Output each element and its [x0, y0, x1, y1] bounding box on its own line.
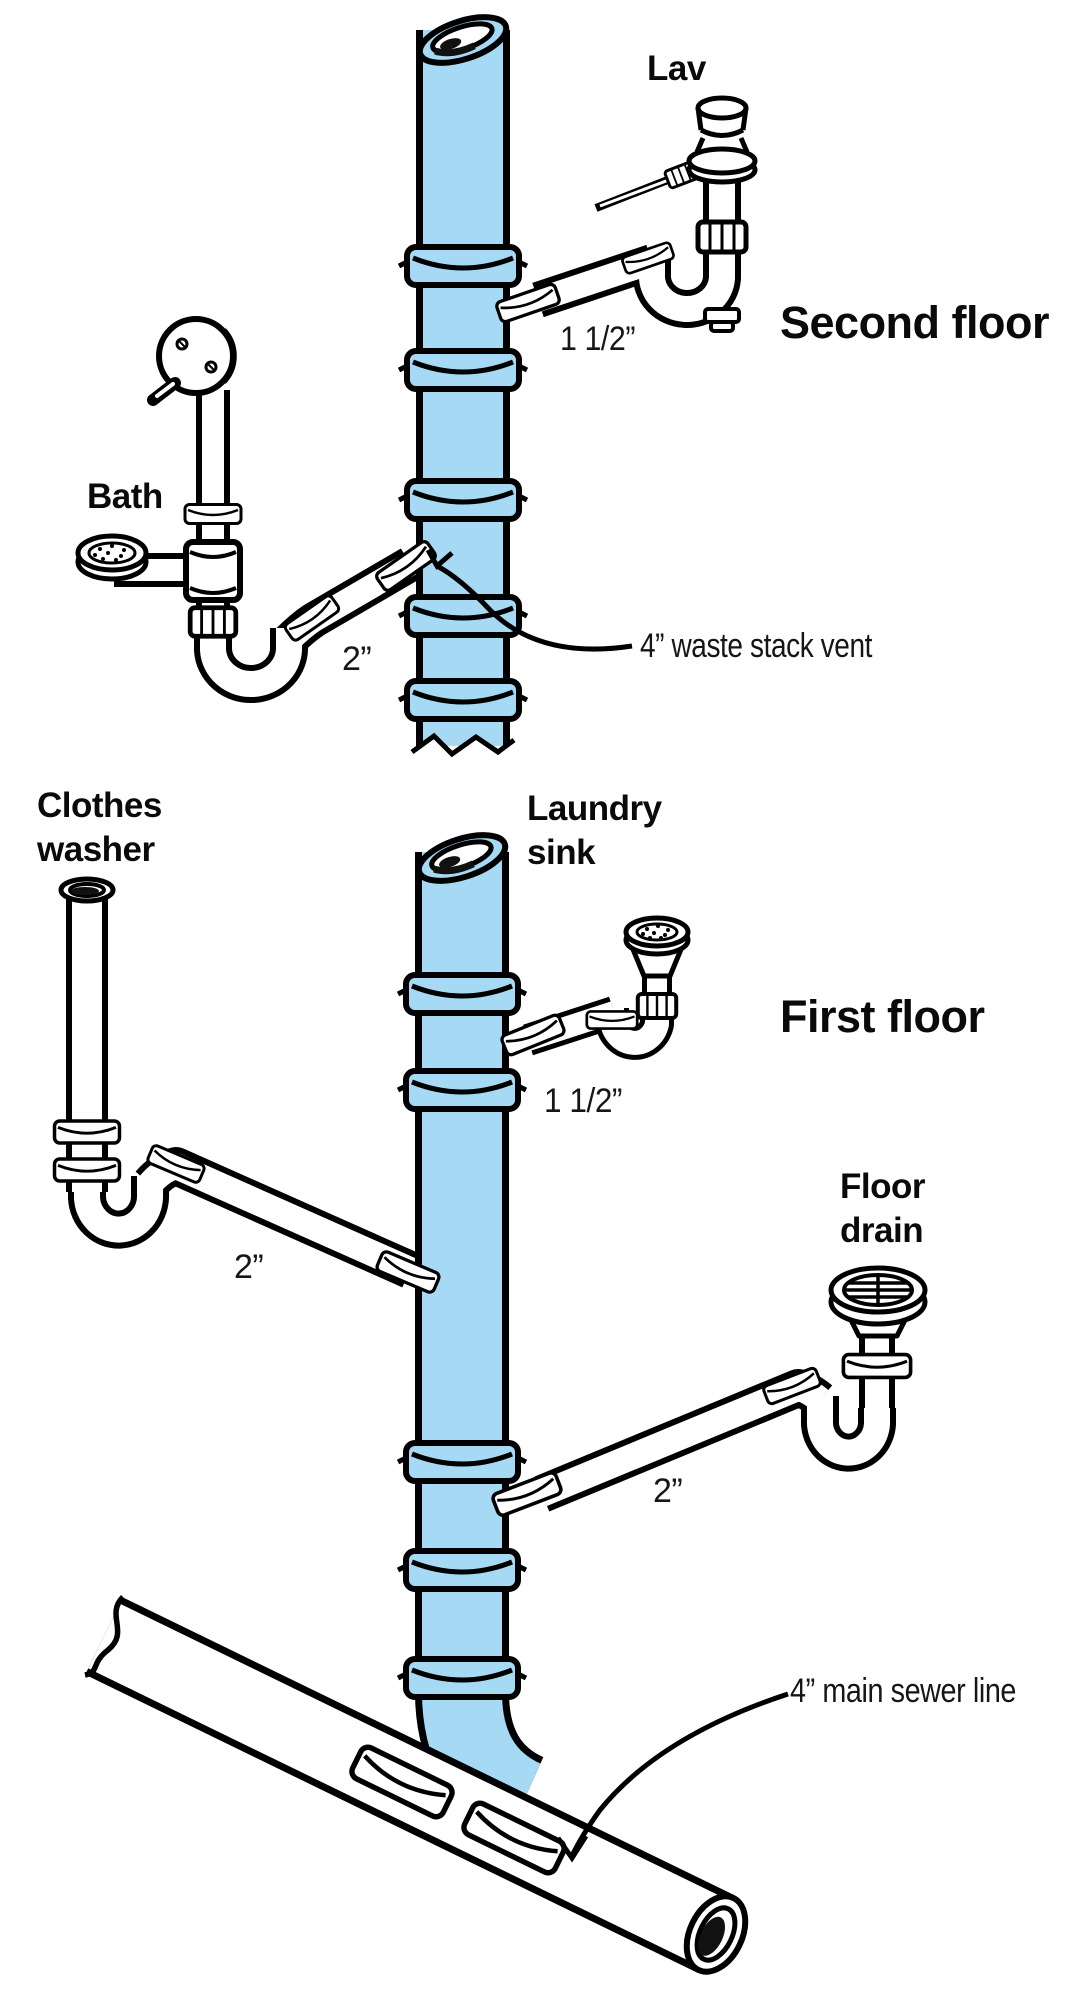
lav-trap-cleanout	[703, 307, 741, 333]
label-clothes-washer-1: Clothes	[37, 786, 162, 825]
label-first-floor: First floor	[780, 991, 985, 1042]
laundry-strainer	[623, 915, 691, 957]
bath-drain-strainer	[75, 533, 149, 582]
label-laundry-sink-1: Laundry	[527, 789, 663, 828]
bath-overflow-tee	[183, 539, 243, 603]
dim-laundry-branch: 1 1/2”	[544, 1082, 622, 1120]
stack-top-opening	[416, 14, 510, 66]
stack-break-edge	[410, 732, 516, 775]
dim-lav-branch: 1 1/2”	[560, 320, 635, 358]
label-floor-drain-1: Floor	[840, 1167, 926, 1206]
main-sewer-line	[84, 1595, 749, 1975]
callout-arrows	[425, 548, 789, 1863]
label-laundry-sink-2: sink	[527, 833, 596, 872]
dim-stack-callout: 4” waste stack vent	[640, 627, 873, 665]
stack-callout-leader	[435, 563, 633, 652]
dim-washer-branch: 2”	[234, 1248, 263, 1286]
dim-floor-drain-branch: 2”	[653, 1472, 682, 1510]
label-lav: Lav	[647, 49, 707, 88]
lav-fittings	[493, 95, 758, 333]
bath-fittings	[75, 316, 439, 644]
standpipe-opening	[58, 876, 116, 904]
sewer-callout-leader	[569, 1691, 789, 1858]
bath-overflow-plate	[147, 316, 237, 406]
floor-drain-assembly	[534, 1265, 928, 1512]
label-bath: Bath	[87, 477, 163, 516]
sewer-open-end	[683, 1893, 749, 1975]
labels: Lav Second floor Bath Clothes washer Lau…	[36, 49, 1050, 1710]
label-second-floor: Second floor	[780, 297, 1049, 348]
sewer-callout-arrowhead	[555, 1834, 589, 1863]
stack-lower-opening	[415, 832, 509, 884]
dim-bath-branch: 2”	[342, 640, 371, 678]
clothes-washer-assembly	[52, 876, 418, 1288]
sewer-broken-end	[84, 1595, 126, 1678]
dim-sewer-callout: 4” main sewer line	[790, 1672, 1016, 1710]
floor-drain-grate	[828, 1265, 928, 1327]
waste-stack-lower	[398, 832, 546, 1843]
stack-callout-arrowhead	[425, 548, 454, 570]
label-floor-drain-2: drain	[840, 1211, 923, 1250]
label-clothes-washer-2: washer	[36, 830, 155, 869]
lav-popup-rod	[594, 159, 700, 212]
waste-stack-upper	[399, 14, 527, 775]
lav-popup-drain	[686, 95, 758, 185]
